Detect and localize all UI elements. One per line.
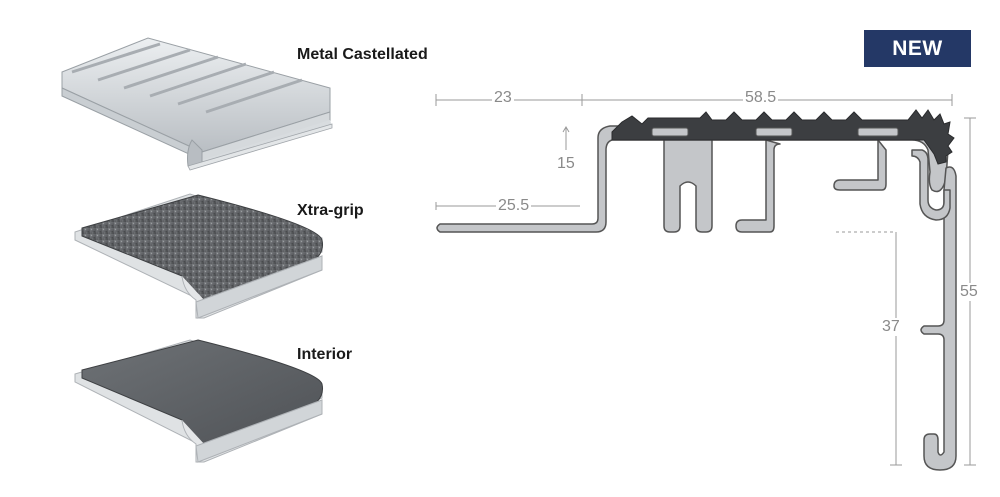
xtra-grip-stair-nosing-icon — [74, 193, 324, 319]
dimension-nose-height: 55 — [958, 283, 980, 301]
dimension-tread-length: 25.5 — [496, 197, 532, 215]
product-label-xtra-grip: Xtra-grip — [297, 202, 364, 219]
dimension-nose-inner: 37 — [880, 318, 902, 336]
slip-resistant-insert — [611, 109, 955, 165]
dimension-tread-height: 15 — [555, 155, 577, 173]
metal-castellated-stair-nosing-icon — [61, 37, 333, 171]
new-badge: NEW — [864, 30, 971, 67]
product-label-interior: Interior — [297, 346, 353, 363]
aluminium-profile — [436, 125, 957, 471]
interior-stair-nosing-icon — [74, 339, 324, 463]
dimension-top-left: 23 — [492, 89, 514, 107]
dimension-top-right: 58.5 — [743, 89, 779, 107]
product-label-metal-castellated: Metal Castellated — [297, 46, 428, 63]
dimension-lines — [435, 94, 976, 466]
